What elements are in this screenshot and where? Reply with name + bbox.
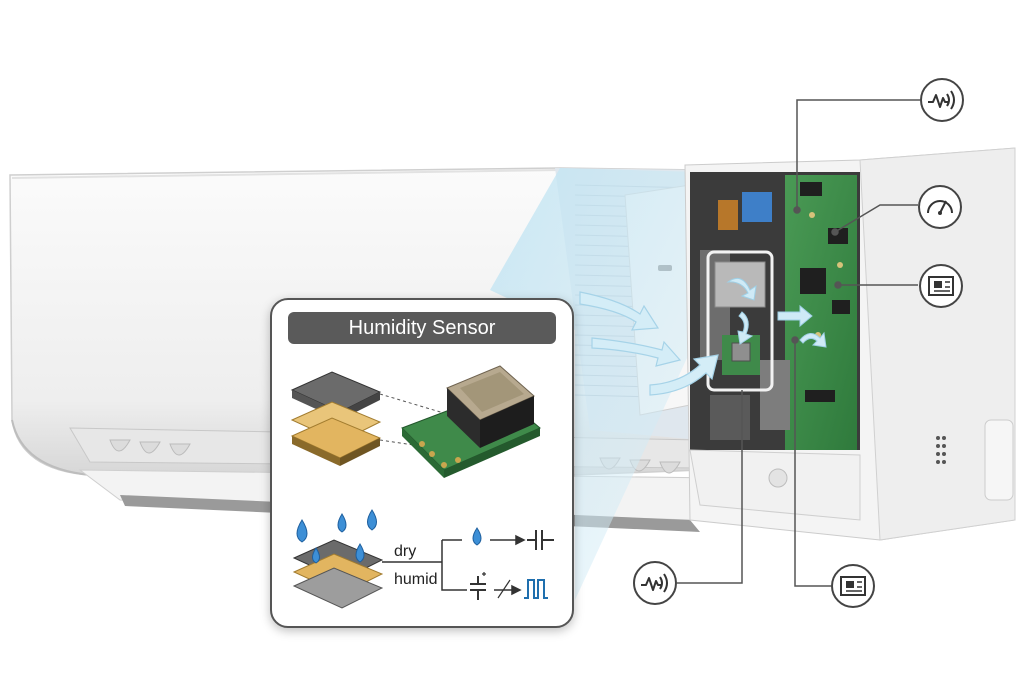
vibration-sensor-icon [633,561,677,605]
circuit-board-icon [919,264,963,308]
electronics-compartment [684,147,1016,541]
sensor-chip-module-icon [401,365,541,478]
sensor-layer-stack-icon [290,371,448,466]
wet-sensor-stack-icon [292,539,384,609]
circuit-board-icon [831,564,875,608]
card-title: Humidity Sensor [288,312,556,344]
dry-label: dry [394,543,417,560]
dry-droplet-icon [472,527,482,546]
pulse-wave-icon [524,579,548,599]
sensor-output-branch [382,539,467,591]
variable-capacitor-icon [470,572,486,600]
vibration-sensor-icon [920,78,964,122]
incoming-airflow-arrows [579,291,719,396]
dry-arrow-icon [490,534,526,546]
callout-leader-lines [677,99,920,587]
humidity-sensor-card: Humidity Sensor dry humid [270,298,574,628]
airflow-beam [490,168,700,600]
humid-arrow-icon [494,579,522,599]
humid-label: humid [394,571,438,588]
capacitor-icon [527,530,554,550]
water-droplet-icon [296,509,377,564]
sensor-card-illustration [290,365,554,609]
gauge-icon [918,185,962,229]
